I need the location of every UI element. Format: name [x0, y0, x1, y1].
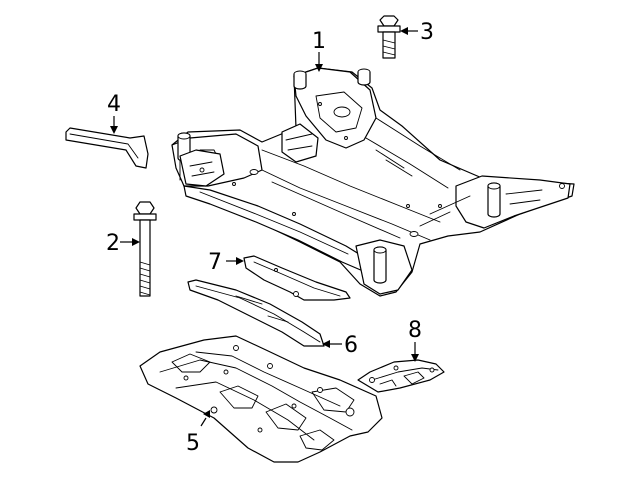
callout-7-label: 7 [208, 250, 222, 275]
callout-1: 1 [312, 29, 326, 72]
callout-7: 7 [208, 250, 244, 275]
callout-6-label: 6 [344, 333, 358, 358]
callout-1-label: 1 [312, 29, 326, 54]
callout-4-label: 4 [107, 92, 121, 117]
callout-5-label: 5 [186, 431, 200, 456]
callout-3: 3 [400, 20, 434, 45]
subframe-part [171, 67, 575, 297]
callout-4: 4 [107, 92, 121, 134]
small-shield-part [357, 359, 445, 393]
short-bolt-part [377, 15, 401, 59]
rear-shield-strip-part [243, 255, 351, 301]
callout-2-label: 2 [106, 231, 120, 256]
callout-8: 8 [408, 318, 422, 362]
bracket-part [65, 127, 149, 169]
long-bolt-part [133, 201, 157, 297]
callout-2: 2 [106, 231, 140, 256]
underbody-shield-part [139, 335, 383, 463]
callout-3-label: 3 [420, 20, 434, 45]
callout-6: 6 [322, 333, 358, 358]
callout-8-label: 8 [408, 318, 422, 343]
lower-shield-strip-part [187, 279, 325, 347]
callout-5: 5 [186, 410, 210, 456]
